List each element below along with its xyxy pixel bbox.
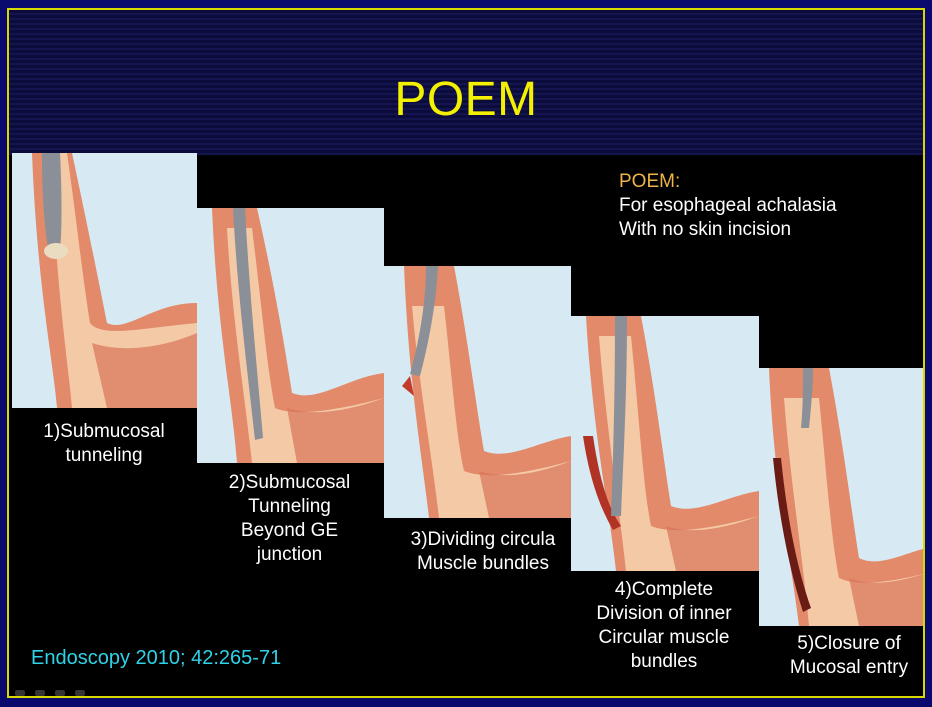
slide-title: POEM: [9, 72, 923, 127]
step-3-line-1: 3)Dividing circula: [393, 528, 573, 552]
prev-icon[interactable]: [15, 690, 25, 696]
step-4-line-3: Circular muscle: [579, 626, 749, 650]
step-1-line-1: 1)Submucosal: [29, 420, 179, 444]
slide: POEM: [7, 8, 925, 698]
illustration-step-2: [197, 208, 384, 463]
illustration-step-3: [384, 266, 571, 518]
step-2-line-1: 2)Submucosal: [207, 471, 372, 495]
step-4-caption: 4)Complete Division of inner Circular mu…: [579, 578, 749, 674]
step-3-line-2: Muscle bundles: [393, 552, 573, 576]
citation: Endoscopy 2010; 42:265-71: [31, 647, 281, 670]
step-2-caption: 2)Submucosal Tunneling Beyond GE junctio…: [207, 471, 372, 567]
poem-note: POEM: For esophageal achalasia With no s…: [619, 170, 837, 242]
step-2-line-4: junction: [207, 543, 372, 567]
poem-note-heading: POEM:: [619, 170, 837, 194]
pen-icon[interactable]: [35, 690, 45, 696]
slide-toolbar: [15, 688, 85, 698]
step-4-line-4: bundles: [579, 650, 749, 674]
menu-icon[interactable]: [55, 690, 65, 696]
step-2-line-2: Tunneling: [207, 495, 372, 519]
illustration-step-1: [12, 153, 197, 408]
step-4-line-2: Division of inner: [579, 602, 749, 626]
step-4-line-1: 4)Complete: [579, 578, 749, 602]
step-2-line-3: Beyond GE: [207, 519, 372, 543]
poem-note-line-1: For esophageal achalasia: [619, 194, 837, 218]
next-icon[interactable]: [75, 690, 85, 696]
illustration-step-4: [571, 316, 759, 571]
illustration-step-5: [759, 368, 925, 626]
step-1-line-2: tunneling: [29, 444, 179, 468]
step-3-caption: 3)Dividing circula Muscle bundles: [393, 528, 573, 576]
step-1-caption: 1)Submucosal tunneling: [29, 420, 179, 468]
step-5-line-1: 5)Closure of: [774, 632, 924, 656]
step-5-caption: 5)Closure of Mucosal entry: [774, 632, 924, 680]
step-5-line-2: Mucosal entry: [774, 656, 924, 680]
poem-note-line-2: With no skin incision: [619, 218, 837, 242]
